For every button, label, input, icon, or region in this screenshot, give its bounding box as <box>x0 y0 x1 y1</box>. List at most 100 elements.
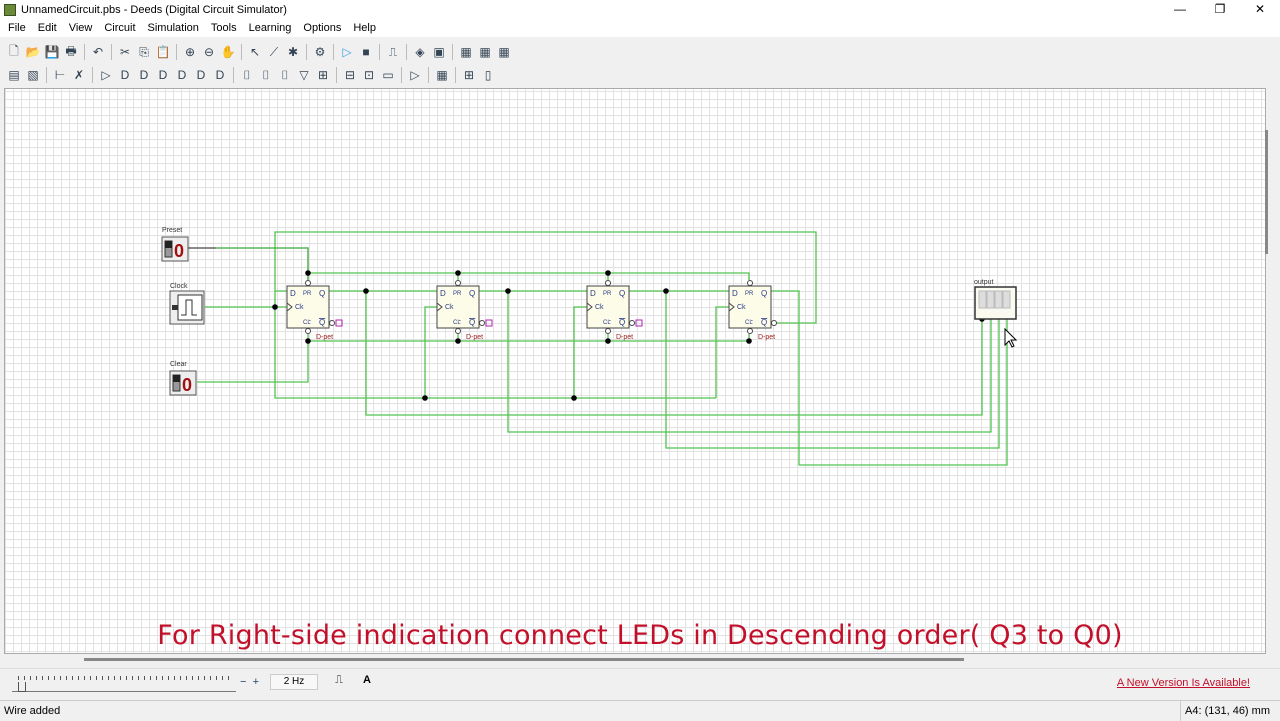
zoom-in-icon[interactable]: ⊕ <box>184 45 196 59</box>
minimize-button[interactable]: — <box>1174 2 1186 16</box>
vertical-scrollbar[interactable] <box>1265 130 1268 254</box>
flipflop-3 <box>728 285 772 329</box>
ff-cl-bubble <box>605 328 611 334</box>
wire-mode-icon[interactable]: ⊢ <box>54 68 66 82</box>
properties-icon[interactable]: ⊞ <box>463 68 475 82</box>
grid-icon[interactable]: ▦ <box>436 68 448 82</box>
or-icon[interactable]: D <box>139 68 149 82</box>
board3-icon[interactable]: ▦ <box>498 45 510 59</box>
register-icon[interactable]: ⊡ <box>363 68 375 82</box>
memory-icon[interactable]: ▭ <box>382 68 394 82</box>
paste-icon[interactable]: 📋 <box>155 45 171 59</box>
clock-wave-icon[interactable]: ⎍ <box>335 674 343 686</box>
menu-simulation[interactable]: Simulation <box>147 22 199 34</box>
chip-icon[interactable]: ◈ <box>415 45 425 59</box>
ff-cl-bubble <box>455 328 461 334</box>
wire <box>274 231 817 324</box>
nand-icon[interactable]: D <box>177 68 187 82</box>
demux-icon[interactable]: ⌷ <box>262 67 270 82</box>
run-icon[interactable]: ▷ <box>342 45 352 59</box>
wire-icon[interactable]: ⟋ <box>269 44 279 59</box>
delete-wire-icon[interactable]: ✗ <box>73 68 85 82</box>
ff-clock-edge-icon <box>436 302 443 312</box>
text-tool-icon[interactable]: A <box>363 674 371 686</box>
copy-icon[interactable]: ⎘ <box>139 44 149 59</box>
close-button[interactable]: ✕ <box>1254 2 1266 16</box>
horizontal-scrollbar[interactable] <box>84 658 964 661</box>
menu-file[interactable]: File <box>8 22 26 34</box>
ff-clock-edge-icon <box>586 302 593 312</box>
slider-thumb[interactable] <box>18 682 26 692</box>
toolbar-separator <box>455 67 456 83</box>
xor-icon[interactable]: D <box>158 68 168 82</box>
menu-tools[interactable]: Tools <box>210 22 237 34</box>
menu-help[interactable]: Help <box>353 22 376 34</box>
increase-button[interactable]: + <box>252 676 259 688</box>
window-title: UnnamedCircuit.pbs - Deeds (Digital Circ… <box>21 3 287 16</box>
pan-hand-icon[interactable]: ✋ <box>220 45 236 59</box>
board-icon[interactable]: ▦ <box>460 45 472 59</box>
and-icon[interactable]: D <box>120 68 130 82</box>
main-toolbar: 🗋 📂💾 🖶 ↶ ✂ ⎘ 📋 ⊕ ⊖ ✋ ↖ ⟋ ✱ ⚙ ▷ ■ ⎍ ◈ ▣ ▦ ▦ ▦ <box>6 41 512 63</box>
zoom-out-icon[interactable]: ⊖ <box>203 45 215 59</box>
ff-type-label: D-pet <box>466 334 483 341</box>
flipflop-icon[interactable]: ⊞ <box>317 68 329 82</box>
ff-pr-bubble <box>455 280 461 286</box>
counter-icon[interactable]: ⊟ <box>344 68 356 82</box>
switch-icon[interactable]: ▧ <box>27 68 39 82</box>
toolbar-separator <box>333 44 334 60</box>
io-icon[interactable]: ▤ <box>8 68 20 82</box>
save-icon[interactable]: 💾 <box>44 45 60 59</box>
mux-icon[interactable]: ⌷ <box>243 67 251 82</box>
nor-icon[interactable]: D <box>196 68 206 82</box>
ff-pr-label: PR <box>303 291 312 297</box>
ff-d-label: D <box>590 289 596 298</box>
unconnected-pin-icon <box>635 319 643 327</box>
junction-dot <box>505 288 511 294</box>
block-icon[interactable]: ▯ <box>484 68 492 82</box>
junction-dot <box>455 270 461 276</box>
menu-view[interactable]: View <box>68 22 93 34</box>
input-label-clock: Clock <box>170 283 188 290</box>
tristate-icon[interactable]: ▷ <box>410 68 420 82</box>
toolbar-separator <box>452 44 453 60</box>
wire <box>308 334 750 342</box>
ff-q-label: Q <box>469 289 475 298</box>
speed-slider[interactable] <box>12 674 236 692</box>
menu-options[interactable]: Options <box>303 22 342 34</box>
output-label: output <box>974 279 994 286</box>
frequency-field[interactable]: 2 Hz <box>270 674 318 690</box>
menu-edit[interactable]: Edit <box>37 22 57 34</box>
menu-circuit[interactable]: Circuit <box>104 22 136 34</box>
new-version-link[interactable]: A New Version Is Available! <box>1116 677 1250 689</box>
board2-icon[interactable]: ▦ <box>479 45 491 59</box>
xnor-icon[interactable]: D <box>215 68 225 82</box>
select-icon[interactable]: ↖ <box>249 45 261 59</box>
buffer-icon[interactable]: ▷ <box>101 68 111 82</box>
flipflop-1 <box>436 285 480 329</box>
component-icon[interactable]: ✱ <box>287 45 299 59</box>
junction-dot <box>605 338 611 344</box>
open-icon[interactable]: 📂 <box>25 45 41 59</box>
toolbar-separator <box>176 44 177 60</box>
ff-pr-label: PR <box>603 291 612 297</box>
encoder-icon[interactable]: ▽ <box>299 68 309 82</box>
stop-icon[interactable]: ■ <box>362 45 370 59</box>
test-icon[interactable]: ⚙ <box>314 45 326 59</box>
new-icon[interactable]: 🗋 <box>9 43 19 58</box>
restore-button[interactable]: ❐ <box>1214 2 1226 16</box>
decoder-icon[interactable]: ⌷ <box>281 67 289 82</box>
cut-icon[interactable]: ✂ <box>119 45 131 59</box>
junction-dot <box>663 288 669 294</box>
app-icon <box>4 3 16 16</box>
menu-learning[interactable]: Learning <box>248 22 292 34</box>
decrease-button[interactable]: − <box>240 676 247 688</box>
image-icon[interactable]: ▣ <box>433 45 445 59</box>
print-icon[interactable]: 🖶 <box>65 43 77 58</box>
undo-icon[interactable]: ↶ <box>92 45 104 59</box>
toolbar-separator <box>233 67 234 83</box>
timing-icon[interactable]: ⎍ <box>388 44 398 59</box>
ff-type-label: D-pet <box>316 334 333 341</box>
